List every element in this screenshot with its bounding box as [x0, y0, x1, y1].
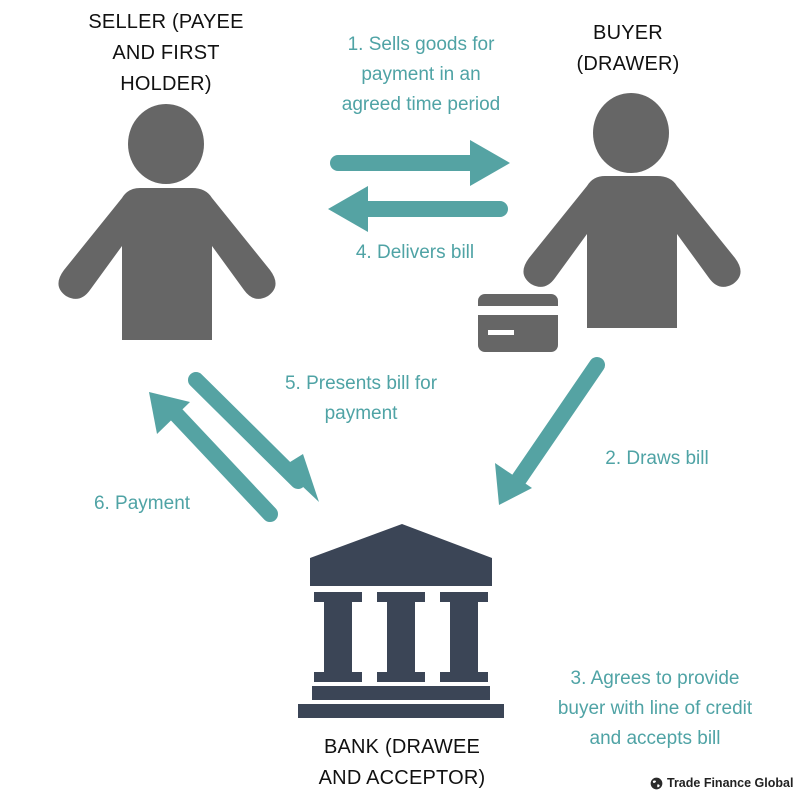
- step1-label-line: 1. Sells goods for: [347, 34, 495, 55]
- seller-label-line: AND FIRST: [112, 42, 220, 64]
- step3-label-line: buyer with line of credit: [557, 698, 753, 719]
- bank-label-line: AND ACCEPTOR): [318, 767, 486, 789]
- step3-label: 3. Agrees to provide buyer with line of …: [530, 664, 780, 754]
- arrow-draws-bill: [495, 357, 605, 505]
- step1-label: 1. Sells goods for payment in an agreed …: [306, 30, 536, 120]
- globe-icon: [650, 777, 663, 789]
- seller-person-icon: [58, 104, 276, 340]
- step2-label-line: 2. Draws bill: [605, 448, 709, 469]
- step3-label-line: and accepts bill: [589, 728, 721, 749]
- step5-label-line: 5. Presents bill for: [284, 373, 438, 394]
- source-credit: Trade Finance Global: [650, 776, 793, 790]
- seller-label-line: SELLER (PAYEE: [88, 11, 244, 33]
- bank-label-line: BANK (DRAWEE: [323, 736, 481, 758]
- bank-building-icon: [298, 524, 504, 718]
- seller-label-line: HOLDER): [120, 73, 212, 95]
- buyer-label-line: BUYER: [593, 22, 663, 44]
- step5-label: 5. Presents bill for payment: [256, 369, 466, 429]
- step6-label: 6. Payment: [72, 489, 212, 519]
- buyer-person-icon: [523, 93, 741, 328]
- credit-text: Trade Finance Global: [667, 776, 794, 790]
- bank-label: BANK (DRAWEE AND ACCEPTOR): [288, 732, 516, 794]
- step4-label: 4. Delivers bill: [330, 238, 500, 268]
- credit-card-icon: [478, 294, 558, 352]
- step3-label-line: 3. Agrees to provide: [570, 668, 740, 689]
- buyer-label: BUYER (DRAWER): [540, 18, 716, 80]
- arrow-payment: [149, 392, 278, 522]
- arrow-presents-bill: [188, 372, 319, 502]
- step2-label: 2. Draws bill: [582, 444, 732, 474]
- seller-label: SELLER (PAYEE AND FIRST HOLDER): [50, 7, 282, 100]
- step6-label-line: 6. Payment: [93, 493, 191, 514]
- step1-label-line: agreed time period: [341, 94, 501, 115]
- step1-label-line: payment in an: [361, 64, 481, 85]
- buyer-label-line: (DRAWER): [576, 53, 680, 75]
- arrow-sells-goods: [330, 140, 510, 186]
- arrow-delivers-bill: [328, 186, 508, 232]
- step4-label-line: 4. Delivers bill: [355, 242, 475, 263]
- step5-label-line: payment: [324, 403, 398, 424]
